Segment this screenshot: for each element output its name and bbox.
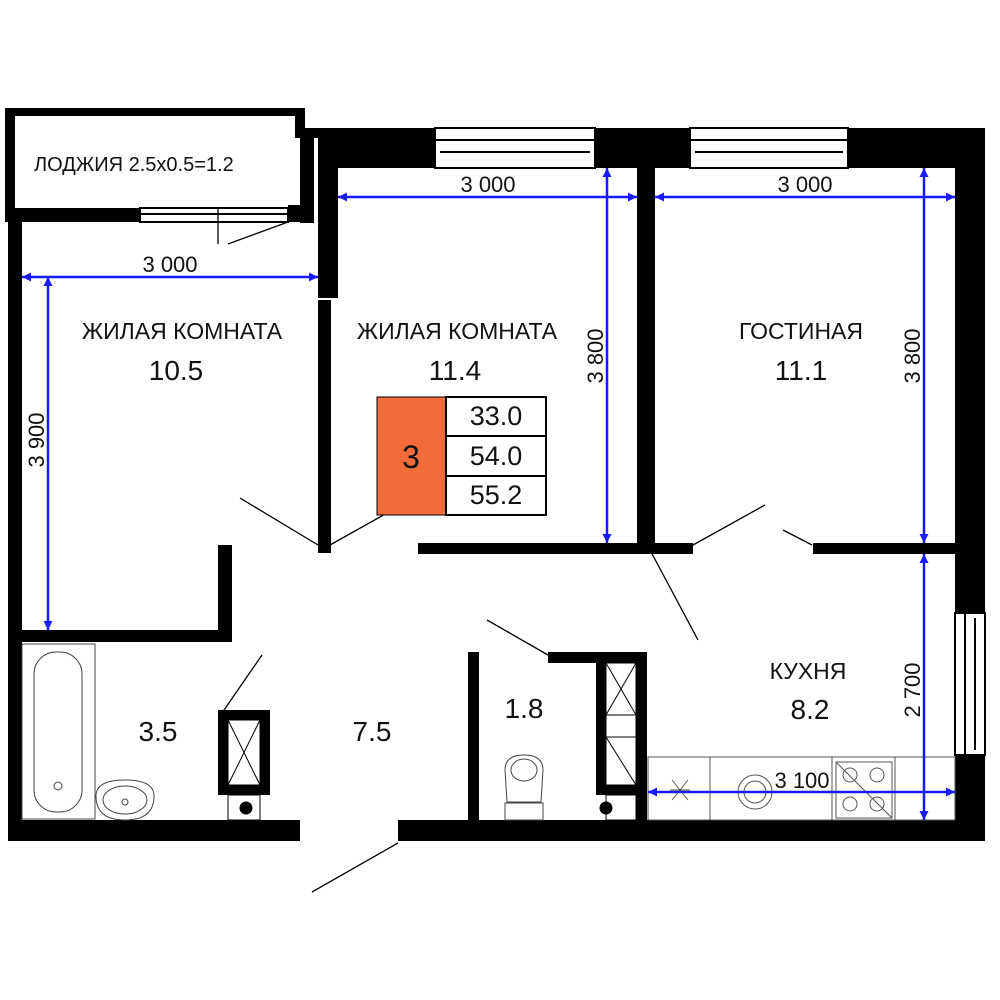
area-table — [445, 396, 547, 516]
dim-bedroom2-width: 3 000 — [460, 172, 515, 197]
bathroom-sink — [95, 779, 155, 821]
living-area-value: 33.0 — [470, 401, 523, 431]
dim-bedroom2-depth: 3 800 — [583, 328, 608, 383]
room-labels: ЖИЛАЯ КОМНАТА 10.5 ЖИЛАЯ КОМНАТА 11.4 ГО… — [82, 318, 863, 747]
room-area-bedroom1: 10.5 — [149, 355, 204, 386]
bathtub — [21, 643, 96, 820]
room-area-bedroom2: 11.4 — [429, 355, 481, 386]
room-name-bedroom1: ЖИЛАЯ КОМНАТА — [82, 318, 283, 344]
room-area-living: 11.1 — [775, 355, 827, 386]
room-area-hall: 7.5 — [353, 716, 392, 747]
windows — [139, 127, 986, 756]
room-area-bathroom: 3.5 — [139, 716, 178, 747]
apartment-summary: 3 33.0 54.0 55.2 — [376, 396, 547, 516]
rooms-count-badge — [376, 396, 447, 516]
room-area-kitchen: 8.2 — [791, 694, 830, 725]
rooms-count: 3 — [402, 439, 420, 475]
dim-bedroom1-width: 3 000 — [142, 252, 197, 277]
room-name-living: ГОСТИНАЯ — [739, 318, 863, 344]
dim-kitchen-depth: 2 700 — [900, 662, 925, 717]
dim-kitchen-width: 3 100 — [774, 768, 829, 793]
toilet — [504, 754, 544, 821]
dim-living-depth: 3 800 — [900, 328, 925, 383]
room-name-kitchen: КУХНЯ — [770, 658, 847, 684]
walls — [5, 108, 985, 841]
dimension-labels: 3 000 3 900 3 000 3 800 3 000 3 800 2 70… — [24, 172, 925, 793]
shaft-vent-bathroom — [227, 719, 261, 821]
total-area-value: 54.0 — [470, 441, 523, 471]
room-area-wc: 1.8 — [505, 693, 544, 724]
total-area-with-loggia-value: 55.2 — [470, 480, 523, 510]
room-name-bedroom2: ЖИЛАЯ КОМНАТА — [357, 318, 558, 344]
dimension-lines — [22, 168, 955, 820]
loggia-label: ЛОДЖИЯ 2.5х0.5=1.2 — [34, 154, 234, 176]
shaft-vent-wc — [599, 662, 637, 821]
dim-living-width: 3 000 — [777, 172, 832, 197]
dim-bedroom1-depth: 3 900 — [24, 412, 49, 467]
